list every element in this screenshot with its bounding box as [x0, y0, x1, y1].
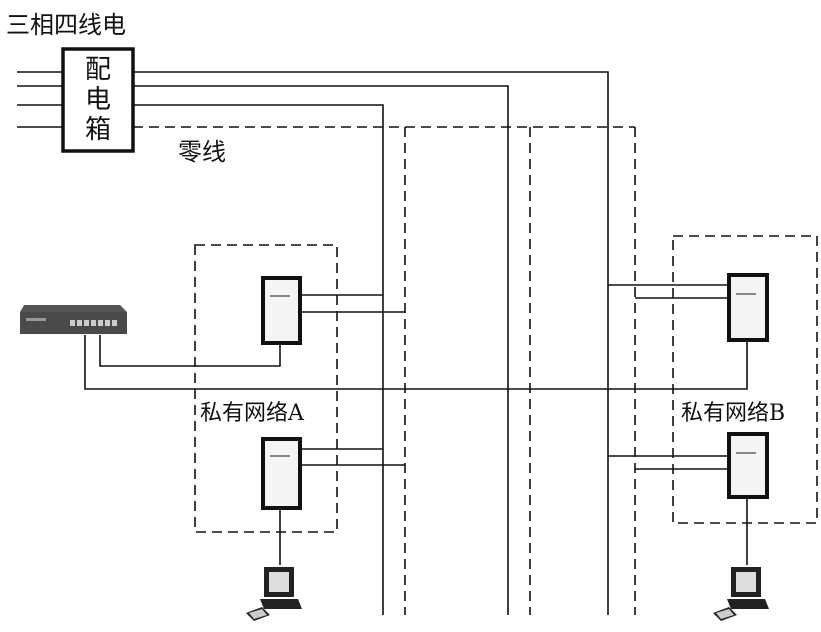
three-phase-label: 三相四线电 [6, 11, 126, 39]
distribution-box-char-1: 配 [85, 55, 111, 85]
powerline-adapter-icon [261, 437, 302, 510]
distribution-box-char-2: 电 [85, 85, 111, 115]
network-b-label: 私有网络B [681, 401, 785, 426]
network-a-boundary [194, 244, 338, 533]
powerline-adapter-icon [727, 432, 769, 499]
network-switch-icon [20, 305, 127, 334]
ethernet-cables [84, 335, 748, 565]
neutral-line-label: 零线 [178, 138, 226, 166]
network-b-boundary [672, 235, 818, 524]
neutral-lines [133, 126, 636, 615]
powerline-adapter-icon [727, 273, 769, 342]
powerline-adapter-icon [261, 276, 302, 345]
distribution-box: 配 电 箱 [61, 47, 135, 153]
distribution-box-char-3: 箱 [85, 115, 111, 145]
desktop-computer-icon [713, 567, 769, 621]
network-a-label: 私有网络A [200, 401, 305, 426]
adapter-connections [300, 284, 728, 470]
input-phase-lines [17, 71, 62, 128]
desktop-computer-icon [246, 567, 302, 621]
phase-lines [133, 71, 609, 615]
